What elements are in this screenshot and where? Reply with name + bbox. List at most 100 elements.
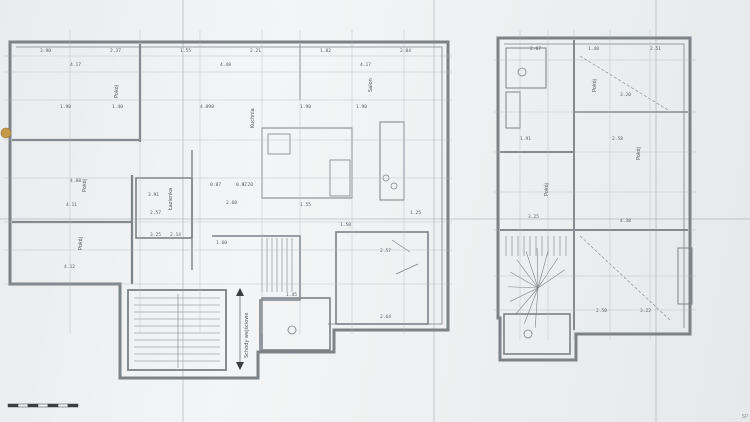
- dim-label: 2.57: [150, 210, 161, 216]
- paper-fold-line: [182, 0, 184, 422]
- dim-label: 2.50: [596, 308, 607, 314]
- stair-tread: [525, 251, 539, 289]
- scale-bar-segment: [17, 403, 29, 408]
- dim-label: 2.60: [226, 200, 237, 206]
- dim-label: 3.20: [620, 92, 631, 98]
- stair-tread: [534, 287, 539, 328]
- dim-label: 1.90: [60, 104, 71, 110]
- sink-icon: [267, 133, 291, 155]
- left-plan-room-labels: Pokój Kuchnia Salon Pokój Pokój Łazienka…: [77, 78, 374, 358]
- dim-label: 2.51: [650, 46, 661, 52]
- stair-tread: [515, 287, 539, 315]
- scale-bar-segment: [47, 403, 59, 408]
- toilet-icon: [517, 67, 527, 77]
- toilet-icon: [523, 329, 533, 339]
- dim-label: 1.20: [242, 182, 253, 188]
- dim-label: 2.04: [400, 48, 411, 54]
- dim-label: 0.97: [236, 182, 247, 188]
- dim-label: 4.88: [70, 178, 81, 184]
- bathroom-walls: [335, 231, 429, 325]
- dim-label: 1.90: [300, 104, 311, 110]
- left-plan-dimensions: 3.90 2.37 1.55 2.21 1.82 2.04 4.17 4.48 …: [40, 48, 421, 320]
- upper-floor-plan: [494, 30, 696, 362]
- dim-label: 4.11: [66, 202, 77, 208]
- wc-walls: [261, 297, 331, 351]
- dim-label: 3.90: [40, 48, 51, 54]
- dim-label: 1.40: [112, 104, 123, 110]
- dim-label: 2.57: [380, 248, 391, 254]
- dim-label: 2.37: [110, 48, 121, 54]
- dim-label: 2.21: [250, 48, 261, 54]
- stair-label: Schody wejściowe: [243, 313, 250, 358]
- dim-label: 1.90: [356, 104, 367, 110]
- stair-tread: [524, 287, 539, 324]
- hob-icon: [390, 182, 398, 190]
- room-label: Łazienka: [168, 188, 174, 211]
- inner-wall-line: [16, 46, 443, 325]
- stair-tread: [509, 287, 539, 302]
- stair-tread: [516, 259, 539, 289]
- dim-label: 0.87: [210, 182, 221, 188]
- room-label: Pokój: [543, 183, 550, 196]
- coin-marker-icon: [0, 127, 12, 139]
- paper-fold-line: [433, 0, 435, 422]
- dim-label: 4.898: [200, 104, 214, 110]
- dim-label: 1.45: [286, 292, 297, 298]
- dim-label: 3.91: [148, 192, 159, 198]
- dim-label: 2.14: [170, 232, 181, 238]
- right-plan-dimensions: 2.07 1.40 2.51 3.20 1.91 2.58 4.38 3.25 …: [520, 46, 661, 314]
- stair-tread: [536, 248, 539, 289]
- room-label: Salon: [368, 78, 374, 92]
- outer-wall: [8, 40, 450, 380]
- scale-bar-segment: [67, 403, 79, 408]
- dim-label: 4.48: [220, 62, 231, 68]
- inner-wall-line: [504, 43, 685, 328]
- dim-label: 2.07: [530, 46, 541, 52]
- diagonal-guide: [579, 235, 671, 321]
- dim-label: 1.82: [320, 48, 331, 54]
- corner-mark: SP: [741, 414, 748, 420]
- room-label: Kuchnia: [250, 108, 256, 128]
- dim-label: 1.25: [410, 210, 421, 216]
- kitchen-block: [261, 127, 353, 199]
- dim-label: 1.55: [180, 48, 191, 54]
- stair-tread: [508, 286, 539, 289]
- entrance-stairs: [127, 289, 227, 371]
- scale-bar: [7, 403, 79, 408]
- door-swing-icon: [391, 239, 419, 275]
- ground-floor-plan: [0, 30, 452, 380]
- scale-bar-segment: [27, 403, 39, 408]
- scale-bar-segment: [57, 403, 69, 408]
- room-label: Pokój: [635, 147, 642, 160]
- paper-fold-line: [655, 0, 657, 422]
- toilet-icon: [287, 325, 297, 335]
- dim-label: 4.17: [360, 62, 371, 68]
- dim-label: 1.55: [300, 202, 311, 208]
- dimension-grid: [494, 30, 696, 340]
- stair-tread: [537, 250, 549, 289]
- diagonal-guide: [579, 55, 669, 111]
- shower-icon: [505, 91, 521, 129]
- arrow-up-icon: [236, 288, 244, 296]
- dim-label: 2.64: [380, 314, 391, 320]
- dim-label: 2.58: [612, 136, 623, 142]
- stair-tread: [510, 271, 539, 289]
- right-plan-room-labels: Pokój Pokój Pokój: [543, 79, 642, 196]
- dim-label: 1.60: [216, 240, 227, 246]
- bathroom-walls: [135, 177, 193, 239]
- wc-walls: [503, 313, 571, 355]
- dim-label: 3.25: [150, 232, 161, 238]
- room-label: Pokój: [81, 179, 88, 192]
- dim-label: 3.22: [640, 308, 651, 314]
- room-label: Pokój: [113, 85, 120, 98]
- arrow-down-icon: [236, 362, 244, 370]
- scale-bar-segment: [37, 403, 49, 408]
- dim-label: 3.25: [528, 214, 539, 220]
- scale-bar-segment: [7, 403, 19, 408]
- dim-label: 1.40: [588, 46, 599, 52]
- outer-wall: [496, 36, 692, 362]
- dimension-grid: [4, 30, 452, 334]
- dim-label: 1.50: [340, 222, 351, 228]
